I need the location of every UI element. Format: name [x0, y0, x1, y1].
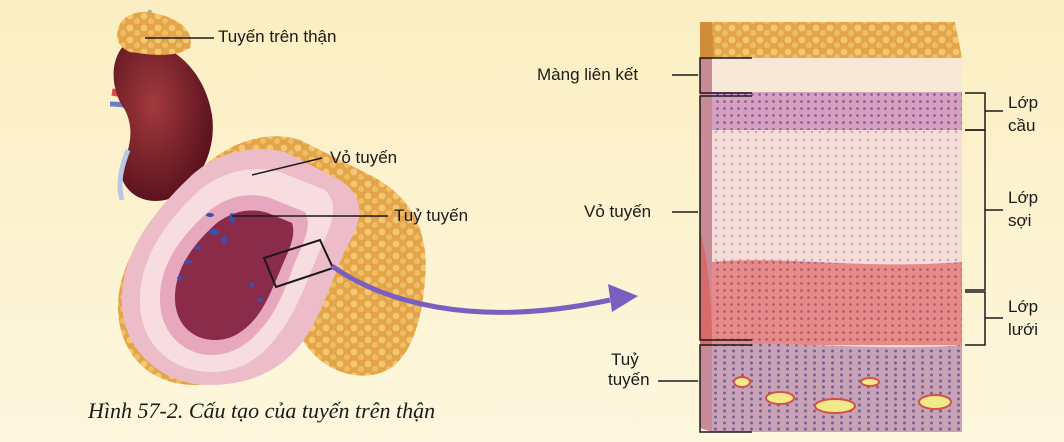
label-medulla-right-1: Tuỷ: [611, 350, 639, 370]
label-connective-membrane: Màng liên kết: [537, 65, 638, 85]
label-medulla-right-2: tuyến: [608, 370, 650, 390]
label-fascicular-1: Lớp: [1008, 188, 1038, 208]
label-glomerular-1: Lớp: [1008, 93, 1038, 113]
label-adrenal-gland: Tuyến trên thận: [218, 27, 336, 47]
label-glomerular-2: cầu: [1008, 116, 1035, 136]
tissue-block: [700, 22, 962, 432]
figure-caption: Hình 57-2. Cấu tạo của tuyến trên thận: [88, 398, 435, 424]
label-cortex-left: Vỏ tuyến: [330, 148, 397, 168]
label-cortex-right: Vỏ tuyến: [584, 202, 651, 222]
label-reticular-1: Lớp: [1008, 297, 1038, 317]
label-reticular-2: lưới: [1008, 320, 1038, 340]
label-fascicular-2: sợi: [1008, 211, 1031, 231]
label-medulla-left: Tuỷ tuyến: [394, 206, 468, 226]
